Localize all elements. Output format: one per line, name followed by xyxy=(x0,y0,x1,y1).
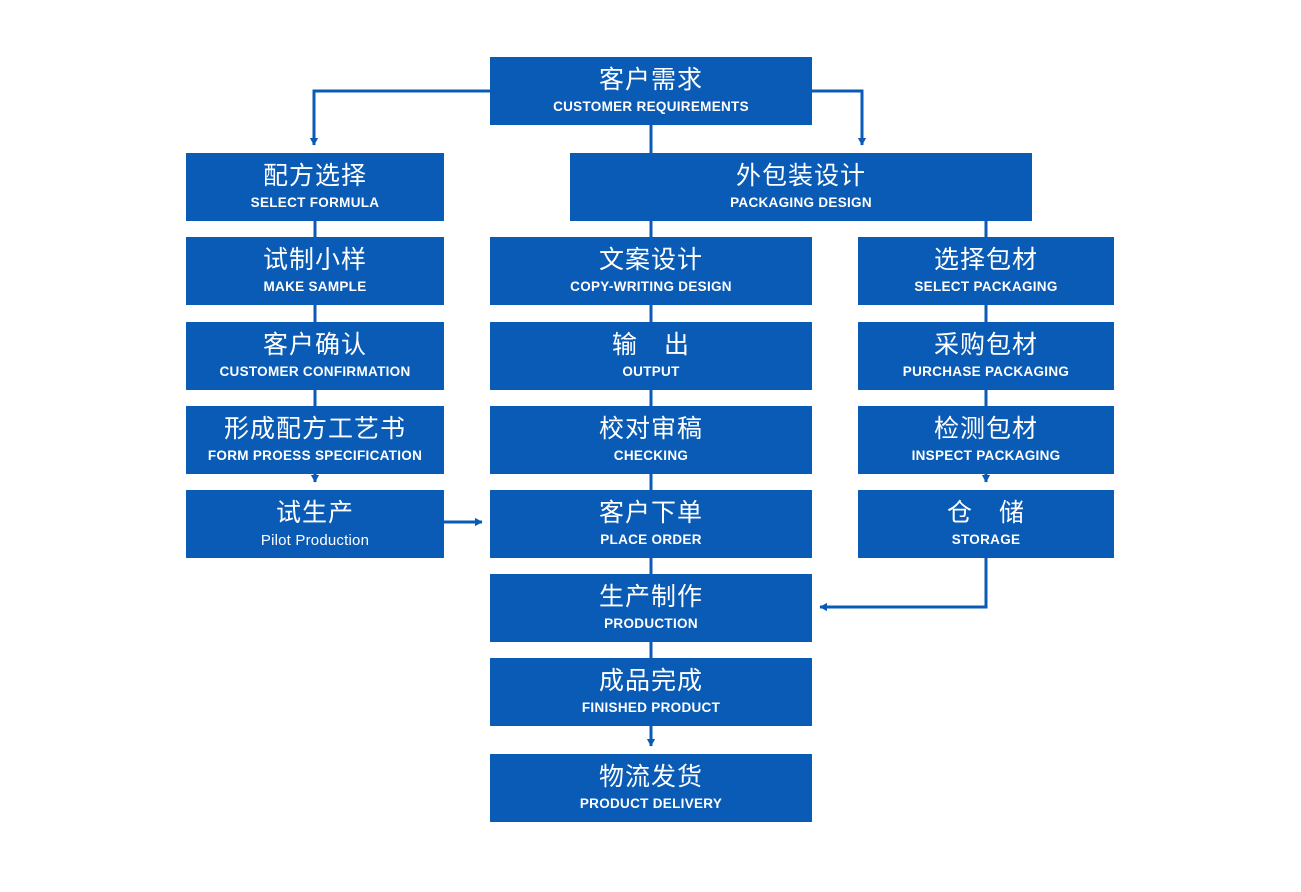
node-label-en: FORM PROESS SPECIFICATION xyxy=(207,448,423,464)
node-label-en: Pilot Production xyxy=(260,531,370,549)
node-label-cn: 仓 储 xyxy=(946,499,1025,528)
node-label-cn: 试生产 xyxy=(275,498,354,527)
node-output[interactable]: 输 出 OUTPUT xyxy=(490,322,812,390)
node-label-cn: 输 出 xyxy=(611,331,690,360)
node-label-en: INSPECT PACKAGING xyxy=(911,448,1061,464)
node-product-delivery[interactable]: 物流发货 PRODUCT DELIVERY xyxy=(490,754,812,822)
node-label-en: SELECT FORMULA xyxy=(250,195,380,211)
node-label-cn: 配方选择 xyxy=(262,162,367,191)
node-form-process-specification[interactable]: 形成配方工艺书 FORM PROESS SPECIFICATION xyxy=(186,406,444,474)
connector-req-to-packaging-design xyxy=(812,89,867,146)
node-label-cn: 采购包材 xyxy=(933,331,1038,360)
node-inspect-packaging[interactable]: 检测包材 INSPECT PACKAGING xyxy=(858,406,1114,474)
node-copywriting-design[interactable]: 文案设计 COPY-WRITING DESIGN xyxy=(490,237,812,305)
node-customer-requirements[interactable]: 客户需求 CUSTOMER REQUIREMENTS xyxy=(490,57,812,125)
node-label-en: CUSTOMER CONFIRMATION xyxy=(219,364,411,380)
node-label-cn: 成品完成 xyxy=(598,667,703,696)
node-purchase-packaging[interactable]: 采购包材 PURCHASE PACKAGING xyxy=(858,322,1114,390)
node-label-cn: 文案设计 xyxy=(598,246,703,275)
connector-req-to-formula xyxy=(309,89,490,146)
node-label-cn: 生产制作 xyxy=(598,583,703,612)
node-label-en: PRODUCT DELIVERY xyxy=(579,796,723,812)
node-finished-product[interactable]: 成品完成 FINISHED PRODUCT xyxy=(490,658,812,726)
node-make-sample[interactable]: 试制小样 MAKE SAMPLE xyxy=(186,237,444,305)
node-label-en: MAKE SAMPLE xyxy=(263,279,367,295)
node-label-cn: 客户下单 xyxy=(598,499,703,528)
node-label-en: PRODUCTION xyxy=(604,616,698,632)
node-pilot-production[interactable]: 试生产 Pilot Production xyxy=(186,490,444,558)
node-label-cn: 检测包材 xyxy=(933,415,1038,444)
node-place-order[interactable]: 客户下单 PLACE ORDER xyxy=(490,490,812,558)
node-production[interactable]: 生产制作 PRODUCTION xyxy=(490,574,812,642)
node-label-cn: 试制小样 xyxy=(262,246,367,275)
node-customer-confirmation[interactable]: 客户确认 CUSTOMER CONFIRMATION xyxy=(186,322,444,390)
node-label-en: FINISHED PRODUCT xyxy=(581,700,721,716)
node-label-en: PURCHASE PACKAGING xyxy=(902,364,1070,380)
node-label-en: COPY-WRITING DESIGN xyxy=(570,279,732,295)
node-label-en: OUTPUT xyxy=(622,364,680,380)
node-label-cn: 形成配方工艺书 xyxy=(223,415,406,444)
node-label-en: STORAGE xyxy=(951,532,1021,548)
node-label-en: SELECT PACKAGING xyxy=(914,279,1058,295)
connector-storage-to-production xyxy=(819,558,988,612)
node-label-cn: 客户需求 xyxy=(598,66,703,95)
node-packaging-design[interactable]: 外包装设计 PACKAGING DESIGN xyxy=(570,153,1032,221)
node-label-cn: 外包装设计 xyxy=(735,162,866,191)
node-select-packaging[interactable]: 选择包材 SELECT PACKAGING xyxy=(858,237,1114,305)
node-select-formula[interactable]: 配方选择 SELECT FORMULA xyxy=(186,153,444,221)
node-storage[interactable]: 仓 储 STORAGE xyxy=(858,490,1114,558)
node-label-en: CHECKING xyxy=(613,448,689,464)
node-label-en: PACKAGING DESIGN xyxy=(730,195,872,211)
node-label-cn: 校对审稿 xyxy=(598,415,703,444)
node-checking[interactable]: 校对审稿 CHECKING xyxy=(490,406,812,474)
node-label-en: PLACE ORDER xyxy=(600,532,702,548)
node-label-cn: 物流发货 xyxy=(598,763,703,792)
node-label-cn: 选择包材 xyxy=(933,246,1038,275)
node-label-en: CUSTOMER REQUIREMENTS xyxy=(553,99,749,115)
node-label-cn: 客户确认 xyxy=(262,331,367,360)
